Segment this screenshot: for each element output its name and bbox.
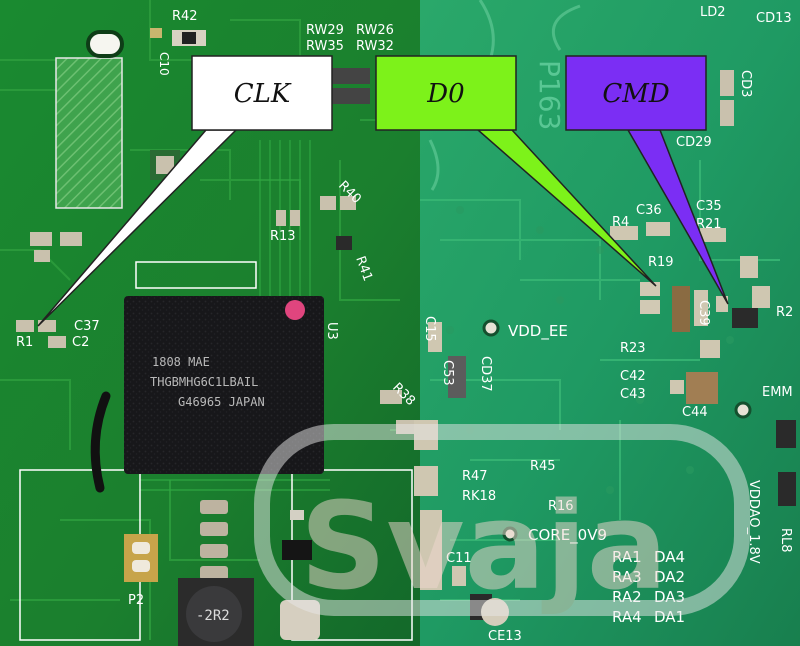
watermark: Svaja [254,424,750,617]
label-r4: R4 [612,215,629,230]
label-rk18: RK18 [462,489,496,504]
label-r2: R2 [776,305,793,320]
label-rl8: RL8 [778,528,793,553]
label-da2: DA2 [654,568,685,586]
label-p163: P163 [533,60,566,130]
label-c44: C44 [682,405,708,420]
board-slot [86,30,124,58]
label-r1: R1 [16,335,33,350]
label-c36: C36 [636,203,662,218]
clk-label: CLK [234,79,292,109]
label-c35: C35 [696,199,722,214]
cmd-label: CMD [602,79,670,109]
label-ce13: CE13 [488,629,522,644]
chip-marking-line3: G46965 JAPAN [178,395,265,409]
label-cd13: CD13 [756,11,792,26]
label-r45: R45 [530,459,556,474]
label-r16: R16 [548,499,574,514]
d0-label: D0 [426,79,464,109]
hatched-pad-area [55,57,123,209]
label-r21: R21 [696,217,722,232]
chip-marking-line1: 1808 MAE [152,355,210,369]
label-rw29: RW29 [306,23,344,38]
label-ld2: LD2 [700,5,726,20]
chip-designator: U3 [324,322,339,340]
label-c42: C42 [620,369,646,384]
label-p2: P2 [128,593,144,608]
label-c10: C10 [157,52,171,76]
label-rw32: RW32 [356,39,394,54]
label-c53: C53 [440,360,455,386]
chip-marking-line2: THGBMHG6C1LBAIL [150,375,258,389]
label-cd29: CD29 [676,135,712,150]
label-da4: DA4 [654,548,685,566]
watermark-text: Svaja [300,478,668,617]
test-points [482,319,752,542]
label-c39: C39 [696,300,711,326]
d0-callout: D0 [375,55,517,131]
label-vdd-ee: VDD_EE [508,322,568,341]
label-c2: C2 [72,335,89,350]
label-r13: R13 [270,229,296,244]
label-core: CORE_0V9 [528,526,607,545]
label-c37: C37 [74,319,100,334]
label-emm: EMM [762,385,793,400]
label-cd37: CD37 [478,356,493,392]
label-r23: R23 [620,341,646,356]
cmd-callout: CMD [565,55,707,131]
label-c11: C11 [446,551,472,566]
label-c43: C43 [620,387,646,402]
label-c15: C15 [422,316,437,342]
label-r47: R47 [462,469,488,484]
label-rw35: RW35 [306,39,344,54]
emmc-chip: 1808 MAE THGBMHG6C1LBAIL G46965 JAPAN [124,296,324,474]
label-r19: R19 [648,255,674,270]
label-r42: R42 [172,9,198,24]
label-ra3: RA3 [612,568,642,586]
label-ra1: RA1 [612,548,642,566]
svg-text:-2R2: -2R2 [196,608,230,624]
label-rw26: RW26 [356,23,394,38]
label-cd3: CD3 [738,70,753,97]
clk-callout: CLK [191,55,333,131]
